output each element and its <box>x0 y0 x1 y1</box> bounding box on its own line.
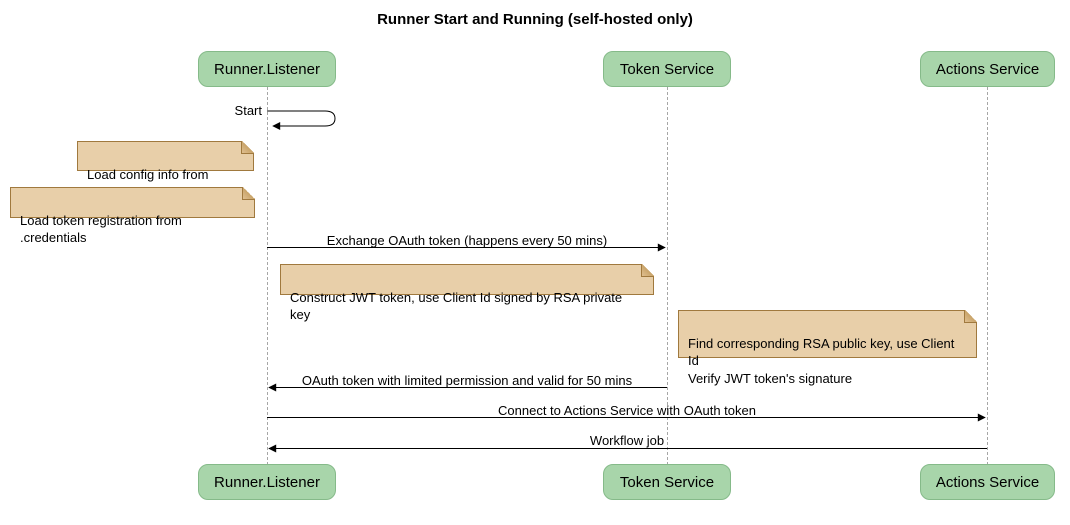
participant-token-service-bottom: Token Service <box>603 464 731 500</box>
lifeline-token-service <box>667 87 668 465</box>
message-label-connect-actions-service: Connect to Actions Service with OAuth to… <box>498 403 756 418</box>
note-construct-jwt: Construct JWT token, use Client Id signe… <box>280 264 654 322</box>
participant-runner-listener-top: Runner.Listener <box>198 51 336 87</box>
self-message-arrow-start <box>267 110 336 130</box>
note-verify-jwt: Find corresponding RSA public key, use C… <box>678 310 977 386</box>
participant-token-service-top: Token Service <box>603 51 731 87</box>
message-label-workflow-job: Workflow job <box>589 433 665 448</box>
note-fold-icon <box>964 310 977 323</box>
lifeline-actions-service <box>987 87 988 465</box>
message-label-oauth-token-return: OAuth token with limited permission and … <box>301 373 633 388</box>
note-load-config: Load config info from .runner <box>77 141 254 199</box>
message-label-start: Start <box>234 103 262 118</box>
note-text: Find corresponding RSA public key, use C… <box>688 335 955 386</box>
participant-actions-service-bottom: Actions Service <box>920 464 1055 500</box>
note-fold-icon <box>242 187 255 200</box>
message-label-exchange-oauth-token: Exchange OAuth token (happens every 50 m… <box>326 233 608 248</box>
note-load-token-registration: Load token registration from .credential… <box>10 187 255 245</box>
note-text: Construct JWT token, use Client Id signe… <box>290 289 623 323</box>
participant-runner-listener-bottom: Runner.Listener <box>198 464 336 500</box>
lifeline-runner-listener <box>267 87 268 465</box>
note-fold-icon <box>641 264 654 277</box>
note-text: Load token registration from .credential… <box>20 212 182 246</box>
note-fold-icon <box>241 141 254 154</box>
diagram-title: Runner Start and Running (self-hosted on… <box>377 11 693 28</box>
participant-actions-service-top: Actions Service <box>920 51 1055 87</box>
